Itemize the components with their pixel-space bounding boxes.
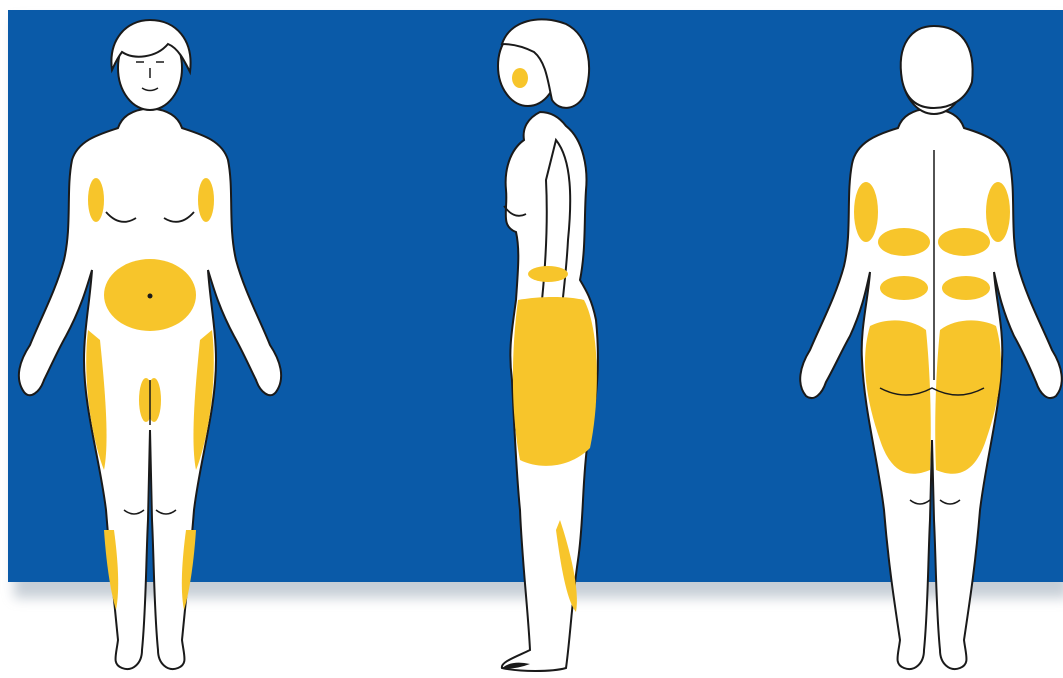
body-illustration: .c-panel { fill: #0a5aa8; } .c-shadow { …: [0, 0, 1063, 678]
